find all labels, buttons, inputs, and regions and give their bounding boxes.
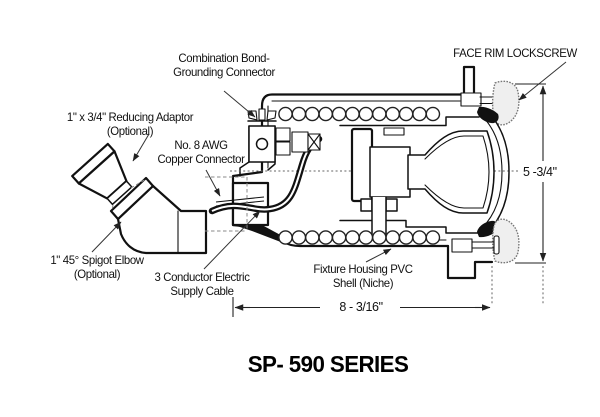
lockscrew-bracket <box>462 65 476 97</box>
dimension-height <box>491 83 547 305</box>
face-rim-and-lens <box>451 65 520 264</box>
label-housing-shell: Fixture Housing PVC Shell (Niche) <box>300 262 425 290</box>
label-line: Shell (Niche) <box>332 275 394 290</box>
series-title: SP- 590 SERIES <box>247 351 409 377</box>
assembly-guides <box>111 176 248 232</box>
label-line: Combination Bond- <box>178 51 270 65</box>
lens-inner <box>481 115 503 229</box>
label-face-rim-lockscrew: FACE RIM LOCKSCREW <box>434 46 596 61</box>
reducing-adaptor <box>71 142 133 206</box>
label-line: FACE RIM LOCKSCREW <box>453 46 577 60</box>
label-line: 3 Conductor Electric <box>154 270 250 284</box>
label-line: 1" 45° Spigot Elbow <box>50 253 144 267</box>
dimension-depth-value: 8 - 3/16" <box>322 300 400 314</box>
leader-lines <box>91 61 567 270</box>
supply-cable <box>208 127 323 215</box>
label-spigot-elbow: 1" 45° Spigot Elbow (Optional) <box>33 253 160 281</box>
label-line: Fixture Housing PVC <box>313 262 413 276</box>
label-supply-cable: 3 Conductor Electric Supply Cable <box>141 270 263 298</box>
label-copper-connector: No. 8 AWG Copper Connector <box>149 138 254 166</box>
label-line: (Optional) <box>73 266 121 281</box>
label-line: No. 8 AWG <box>174 138 228 152</box>
coiled-cord-loops <box>278 106 441 245</box>
label-bond-grounding-connector: Combination Bond- Grounding Connector <box>154 51 295 79</box>
label-line: Grounding Connector <box>173 64 275 79</box>
spigot-elbow <box>109 176 208 255</box>
bond-grounding-connector <box>239 108 277 177</box>
dimension-height-value: 5 -3/4" <box>523 165 557 179</box>
face-rim-lockscrew-top <box>491 80 520 126</box>
dimension-depth <box>232 297 491 317</box>
lens-outer <box>486 110 510 234</box>
lamp-assembly <box>350 127 495 243</box>
label-line: 1" x 3/4" Reducing Adaptor <box>66 110 194 124</box>
label-line: (Optional) <box>106 123 154 138</box>
housing-shell <box>231 93 494 280</box>
label-reducing-adaptor: 1" x 3/4" Reducing Adaptor (Optional) <box>48 110 211 138</box>
label-line: Supply Cable <box>170 283 234 298</box>
label-line: Copper Connector <box>157 151 245 166</box>
